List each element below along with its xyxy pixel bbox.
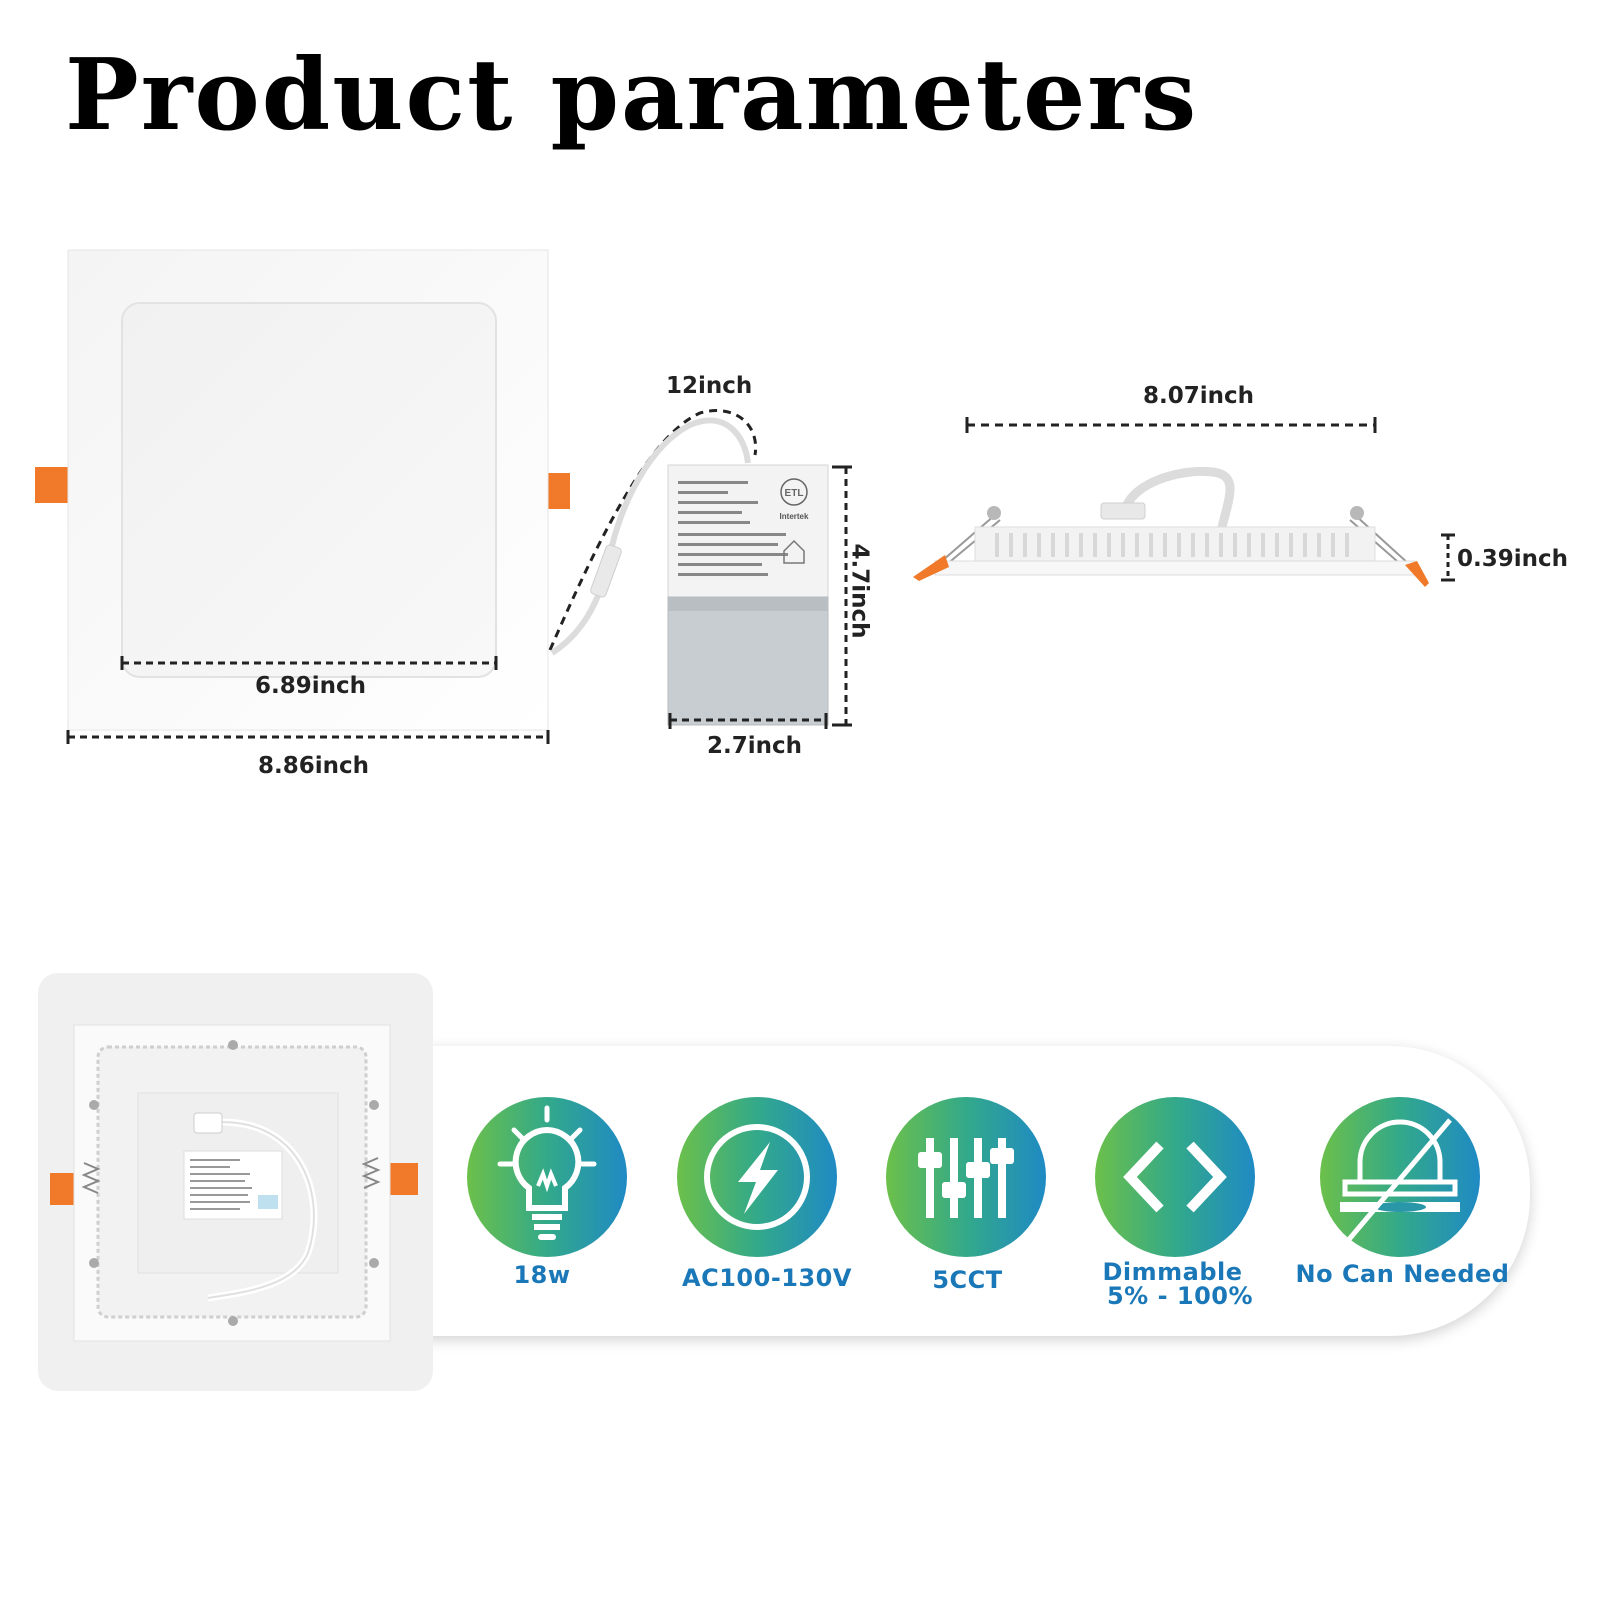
box-width-label: 2.7inch bbox=[707, 733, 803, 759]
feature-label-power: 18w bbox=[513, 1261, 571, 1289]
sliders-icon bbox=[886, 1097, 1046, 1257]
house-icon bbox=[783, 539, 805, 564]
left-clip bbox=[35, 467, 69, 503]
panel-lens bbox=[121, 302, 497, 678]
side-view-panel bbox=[913, 417, 1455, 587]
feature-label-no-can: No Can Needed bbox=[1295, 1260, 1510, 1288]
panel-inner-width-label: 6.89inch bbox=[255, 673, 367, 699]
box-height-label: 4.7inch bbox=[846, 543, 873, 639]
svg-text:ETL: ETL bbox=[785, 488, 804, 499]
svg-text:Intertek: Intertek bbox=[780, 512, 809, 521]
back-view-card bbox=[38, 973, 433, 1391]
back-view-panel bbox=[50, 1024, 418, 1342]
arrows-icon bbox=[1095, 1097, 1255, 1257]
feature-icons bbox=[467, 1097, 1480, 1257]
cable-length-label: 12inch bbox=[666, 373, 753, 399]
etl-mark-icon bbox=[780, 478, 808, 506]
panel-outer-width-label: 8.86inch bbox=[258, 753, 370, 779]
feature-label-dimmable: Dimmable bbox=[1102, 1258, 1243, 1286]
right-clip bbox=[548, 473, 570, 509]
feature-label-voltage: AC100-130V bbox=[682, 1264, 852, 1292]
driver-box: ETL Intertek bbox=[548, 409, 852, 729]
feature-label-cct: 5CCT bbox=[932, 1266, 1003, 1294]
front-view-panel bbox=[35, 249, 570, 744]
lightning-bolt-icon bbox=[677, 1097, 837, 1257]
light-bulb-icon bbox=[467, 1097, 627, 1257]
page-title: Product parameters bbox=[65, 38, 1199, 153]
feature-label-dimming-range: 5% - 100% bbox=[1106, 1282, 1254, 1310]
driver-body bbox=[667, 596, 829, 726]
side-thickness-label: 0.39inch bbox=[1457, 546, 1569, 572]
no-can-icon bbox=[1320, 1097, 1480, 1257]
side-length-label: 8.07inch bbox=[1143, 383, 1255, 409]
